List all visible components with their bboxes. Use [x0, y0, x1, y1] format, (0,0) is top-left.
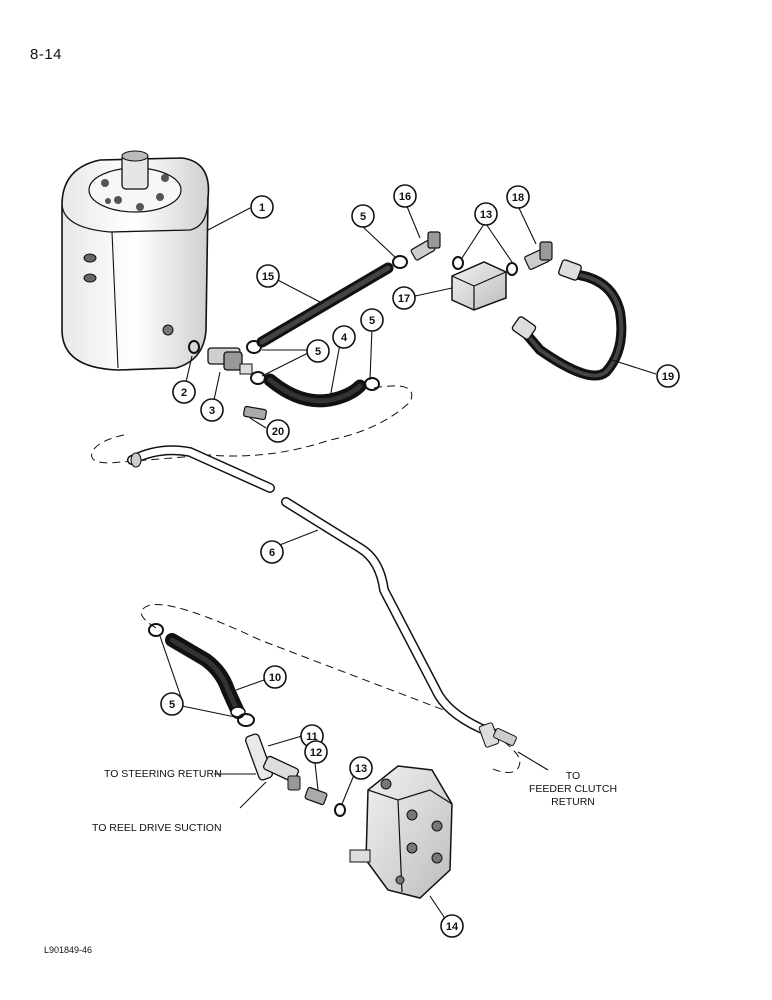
callout-20: 20 — [266, 419, 290, 443]
callout-4: 4 — [332, 325, 356, 349]
o-ring-2 — [188, 340, 200, 354]
label-feeder-line-3: RETURN — [551, 796, 595, 808]
fitting-20 — [243, 405, 267, 421]
hydraulic-reservoir-tank — [61, 150, 210, 371]
label-feeder-line-2: FEEDER CLUTCH — [528, 783, 618, 795]
o-ring-13-lower — [334, 803, 346, 817]
svg-text:5: 5 — [360, 211, 366, 223]
figure-id: L901849-46 — [44, 945, 93, 955]
svg-text:13: 13 — [355, 763, 367, 775]
svg-text:20: 20 — [272, 426, 284, 438]
label-to-reel-drive-suction: TO REEL DRIVE SUCTION — [92, 822, 222, 834]
svg-text:4: 4 — [341, 332, 348, 344]
svg-text:5: 5 — [169, 699, 175, 711]
svg-text:19: 19 — [662, 371, 674, 383]
callout-2: 2 — [172, 380, 196, 404]
callout-13-upper: 13 — [474, 202, 498, 226]
o-ring-13-upper-b — [506, 262, 518, 276]
hose-clamp-5d — [148, 623, 164, 637]
callout-19: 19 — [656, 364, 680, 388]
hose-15 — [256, 262, 394, 348]
label-to-feeder-clutch-return: TO FEEDER CLUTCH RETURN — [528, 770, 618, 809]
callout-10: 10 — [263, 665, 287, 689]
callout-5-lower: 5 — [160, 692, 184, 716]
svg-text:1: 1 — [259, 202, 265, 214]
callout-15: 15 — [256, 264, 280, 288]
label-to-steering-return: TO STEERING RETURN — [104, 768, 222, 780]
hose-clamp-5c — [364, 377, 380, 391]
hose-10 — [165, 633, 246, 719]
callout-18: 18 — [506, 185, 530, 209]
svg-text:17: 17 — [398, 293, 410, 305]
svg-text:13: 13 — [480, 209, 492, 221]
svg-text:16: 16 — [399, 191, 411, 203]
tube-6 — [127, 445, 517, 748]
callout-5-upper: 5 — [351, 204, 375, 228]
fitting-12 — [304, 786, 328, 806]
callout-16: 16 — [393, 184, 417, 208]
manifold-block-17 — [451, 261, 507, 311]
svg-text:2: 2 — [181, 387, 187, 399]
hose-clamp-5e — [237, 713, 255, 727]
callout-6: 6 — [260, 540, 284, 564]
hose-clamp-5b — [250, 371, 266, 385]
svg-text:5: 5 — [369, 315, 375, 327]
routing-dashed-lines — [91, 385, 521, 773]
hose-4 — [263, 373, 367, 408]
control-valve-14 — [349, 765, 453, 899]
callout-5-mid: 5 — [306, 339, 330, 363]
callout-14: 14 — [440, 914, 464, 938]
tee-fitting-3 — [207, 347, 253, 375]
elbow-fitting-16 — [392, 231, 441, 269]
svg-text:15: 15 — [262, 271, 274, 283]
callout-5-right: 5 — [360, 308, 384, 332]
svg-text:12: 12 — [310, 747, 322, 759]
label-feeder-line-1: TO — [565, 770, 581, 782]
leader-lines — [159, 203, 657, 921]
page-number: 8-14 — [30, 46, 63, 63]
elbow-fitting-18 — [524, 241, 553, 270]
callout-3: 3 — [200, 398, 224, 422]
callout-1: 1 — [250, 195, 274, 219]
svg-text:5: 5 — [315, 346, 321, 358]
svg-text:3: 3 — [209, 405, 215, 417]
hose-assembly-19 — [511, 259, 627, 381]
callout-12: 12 — [304, 740, 328, 764]
callout-17: 17 — [392, 286, 416, 310]
callout-13-lower: 13 — [349, 756, 373, 780]
svg-text:11: 11 — [306, 731, 318, 743]
svg-text:18: 18 — [512, 192, 524, 204]
svg-text:14: 14 — [446, 921, 459, 933]
svg-text:6: 6 — [269, 547, 275, 559]
tee-fitting-11 — [245, 733, 301, 791]
svg-text:10: 10 — [269, 672, 281, 684]
o-ring-13-upper-a — [452, 256, 464, 270]
